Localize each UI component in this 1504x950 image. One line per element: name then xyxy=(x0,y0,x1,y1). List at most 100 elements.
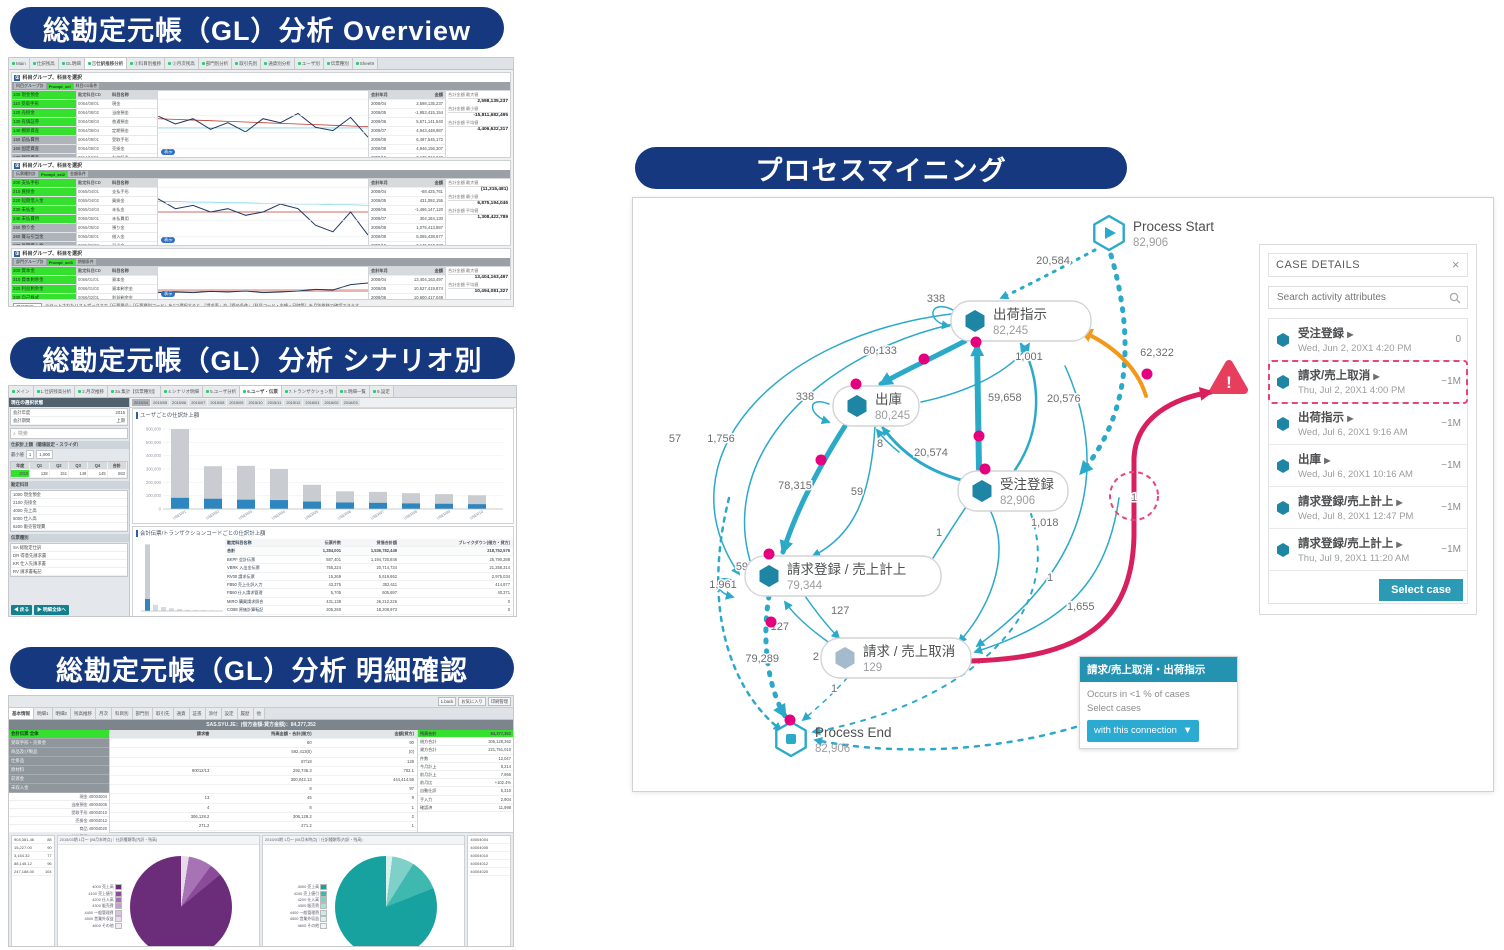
list-item[interactable]: DR 得意先請求書 xyxy=(11,552,127,560)
chip[interactable]: 期間条件 xyxy=(75,259,96,265)
month-cell[interactable]: 2016/02 xyxy=(322,399,341,406)
tab-3[interactable]: ①仕訳推移分析 xyxy=(84,58,128,69)
edge[interactable] xyxy=(811,401,831,425)
tab-8[interactable]: 通貨 xyxy=(173,708,190,719)
period-cell[interactable]: 151 xyxy=(49,470,69,478)
edge[interactable] xyxy=(763,593,788,719)
edge[interactable] xyxy=(801,677,848,722)
edge[interactable] xyxy=(804,595,841,640)
period-cell[interactable]: 2015 xyxy=(11,470,31,478)
tab-11[interactable]: 設定 xyxy=(221,708,238,719)
listbox-item[interactable]: 110 受取手形 xyxy=(12,100,76,109)
month-cell[interactable]: 2015/09 xyxy=(227,399,246,406)
chip[interactable]: 科目グループ計 xyxy=(14,83,46,89)
tab-0[interactable]: 基本情報 xyxy=(9,708,34,719)
listbox-item[interactable]: 受取手形・売掛金 xyxy=(9,739,109,748)
list-item[interactable]: 4000 売上高 xyxy=(11,507,127,515)
listbox-item[interactable]: 200 支払手形 xyxy=(12,179,76,188)
month-cell[interactable]: 2015/06 xyxy=(170,399,189,406)
listbox-item[interactable]: 230 未払金 xyxy=(12,206,76,215)
listbox-item[interactable]: 当座預金 40004005 xyxy=(9,801,109,809)
tab-10[interactable]: 伝票種別 xyxy=(323,58,353,69)
tab-4[interactable]: 月次 xyxy=(96,708,113,719)
edge[interactable] xyxy=(973,497,1120,655)
chart-scale-button[interactable]: 表示 xyxy=(161,237,176,243)
tab-2[interactable]: GL明細 xyxy=(58,58,85,69)
chip[interactable]: 科目CD条件 xyxy=(73,83,100,89)
listbox-item[interactable]: 270 長期借入金 xyxy=(12,242,76,245)
tab-5[interactable]: 5.ユーザ分析 xyxy=(203,386,241,397)
edge[interactable] xyxy=(1078,329,1148,398)
period-cell[interactable]: 583 xyxy=(107,470,127,478)
chart-scale-button[interactable]: 表示 xyxy=(161,149,176,155)
activity-row[interactable]: 出荷指示 ▶Wed, Jul 6, 20X1 9:16 AM~1M xyxy=(1269,403,1467,445)
listbox-item[interactable]: 210 買掛金 xyxy=(12,188,76,197)
edge[interactable] xyxy=(717,578,735,600)
listbox-item[interactable]: 売掛金 40004012 xyxy=(9,817,109,825)
edge[interactable] xyxy=(717,496,783,732)
month-cell[interactable]: 2015/12 xyxy=(284,399,303,406)
edge[interactable] xyxy=(743,323,954,582)
activity-row[interactable]: 請求登録/売上計上 ▶Wed, Jul 8, 20X1 12:47 PM~1M xyxy=(1269,487,1467,529)
tab-0[interactable]: メイン xyxy=(9,386,34,397)
highlight-circle[interactable] xyxy=(1109,471,1159,521)
listbox-item[interactable]: 140 棚卸資産 xyxy=(12,127,76,136)
chip[interactable]: 金額条件 xyxy=(68,171,89,177)
toolbar-button[interactable]: 1.back xyxy=(437,697,457,706)
listbox-item[interactable]: 原材料 xyxy=(9,766,109,775)
range-max[interactable]: 1,000 xyxy=(36,450,54,459)
listbox-item[interactable]: 会計伝票 全体 xyxy=(9,730,109,739)
tab-12[interactable]: 履歴 xyxy=(237,708,254,719)
tab-2[interactable]: 2.月次推移 xyxy=(75,386,109,397)
chart-scale-button[interactable]: 表示 xyxy=(161,291,176,297)
list-item[interactable]: RV 請求書転記 xyxy=(11,568,127,576)
table-row[interactable]: 0064/10/01有価証券 xyxy=(77,154,157,157)
edge[interactable] xyxy=(811,513,1039,736)
search-box[interactable]: ⌕検索 xyxy=(10,428,128,439)
month-cell[interactable]: 2015/05 xyxy=(151,399,170,406)
listbox-item[interactable]: 300 資本金 xyxy=(12,267,76,276)
tab-6[interactable]: 部門別 xyxy=(132,708,154,719)
list-item[interactable]: KR 仕入先請求書 xyxy=(11,560,127,568)
listbox-item[interactable]: 250 預り金 xyxy=(12,224,76,233)
listbox-item[interactable]: 未収入金 xyxy=(9,784,109,793)
chip[interactable]: 伝票種別計 xyxy=(14,171,38,177)
edge[interactable] xyxy=(1078,252,1128,476)
chip[interactable]: Prompt_sel2 xyxy=(39,171,68,177)
tab-11[interactable]: Sheet9 xyxy=(352,58,378,69)
nav-button[interactable]: ◀ 戻る xyxy=(11,605,33,615)
listbox-item[interactable]: 220 短期借入金 xyxy=(12,197,76,206)
tab-0[interactable]: Main xyxy=(9,58,30,69)
edge[interactable] xyxy=(968,386,1214,664)
tab-4[interactable]: ②科目別推移 xyxy=(127,58,166,69)
tab-6[interactable]: 部門別分析 xyxy=(198,58,233,69)
month-cell[interactable]: 2015/07 xyxy=(189,399,208,406)
listbox-item[interactable]: 330 自己株式 xyxy=(12,294,76,299)
tab-4[interactable]: 4.シナリオ明細 xyxy=(161,386,204,397)
listbox-item[interactable]: 240 未払費用 xyxy=(12,215,76,224)
table-row[interactable]: 592,413(0)(0) xyxy=(110,748,417,758)
nav-button[interactable]: ▶ 明細全体へ xyxy=(34,605,69,615)
period-cell[interactable]: 145 xyxy=(88,470,108,478)
